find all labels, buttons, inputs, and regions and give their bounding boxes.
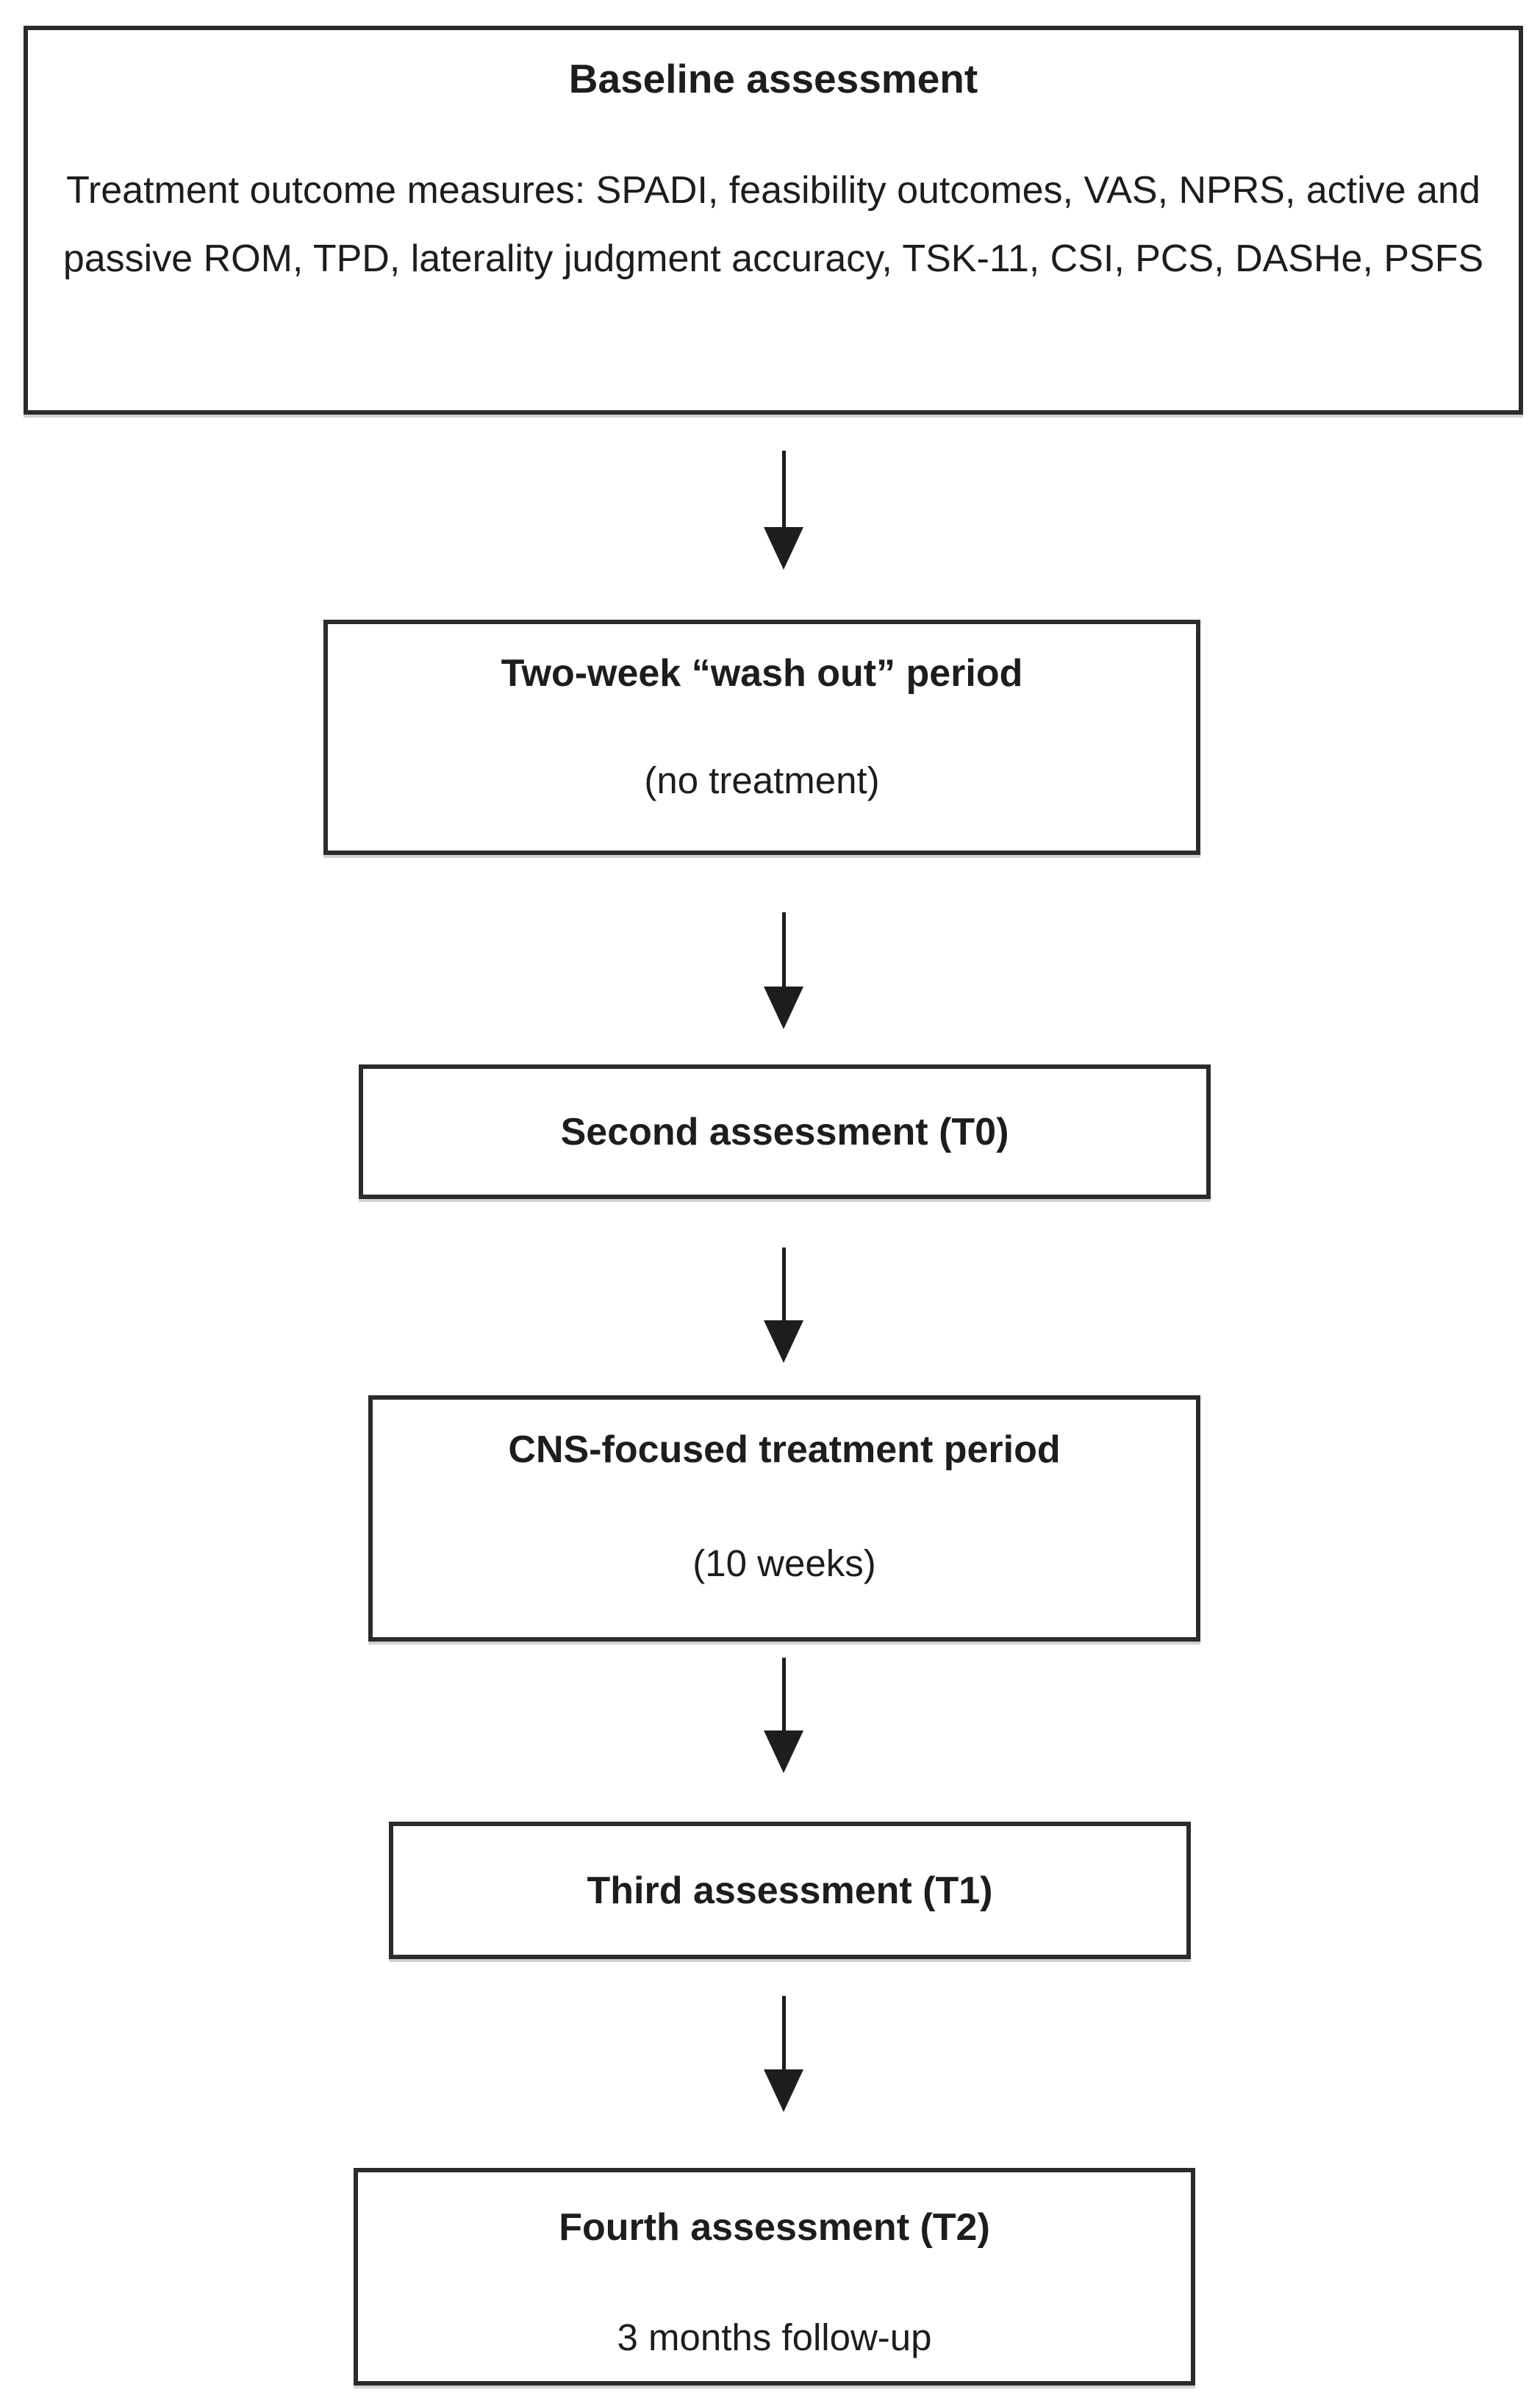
baseline-assessment-box: Baseline assessment Treatment outcome me…	[24, 26, 1523, 415]
arrow-shaft	[781, 451, 786, 527]
down-arrow	[764, 451, 803, 570]
arrow-shaft	[781, 1658, 786, 1731]
step-detail: 3 months follow-up	[617, 2316, 932, 2358]
down-arrow	[764, 1658, 803, 1773]
down-arrow	[764, 1248, 803, 1363]
arrow-head-icon	[764, 2069, 803, 2112]
step-heading: Two-week “wash out” period	[501, 652, 1023, 695]
cns-treatment-box: CNS-focused treatment period (10 weeks)	[368, 1395, 1200, 1642]
third-assessment-box: Third assessment (T1)	[389, 1822, 1191, 1959]
step-heading: CNS-focused treatment period	[508, 1428, 1061, 1471]
arrow-head-icon	[764, 987, 803, 1029]
arrow-head-icon	[764, 1731, 803, 1773]
arrow-shaft	[781, 1996, 786, 2069]
washout-period-box: Two-week “wash out” period (no treatment…	[323, 620, 1200, 855]
down-arrow	[764, 912, 803, 1029]
arrow-shaft	[781, 912, 786, 987]
step-detail: (10 weeks)	[692, 1542, 876, 1584]
step-heading: Second assessment (T0)	[560, 1110, 1009, 1153]
step-detail: Treatment outcome measures: SPADI, feasi…	[62, 169, 1484, 280]
fourth-assessment-box: Fourth assessment (T2) 3 months follow-u…	[354, 2168, 1195, 2386]
second-assessment-box: Second assessment (T0)	[359, 1064, 1211, 1199]
down-arrow	[764, 1996, 803, 2112]
arrow-shaft	[781, 1248, 786, 1320]
step-detail: (no treatment)	[644, 759, 880, 801]
step-heading: Third assessment (T1)	[587, 1869, 993, 1912]
step-heading: Fourth assessment (T2)	[559, 2206, 990, 2249]
arrow-head-icon	[764, 1320, 803, 1363]
step-heading: Baseline assessment	[568, 56, 978, 101]
arrow-head-icon	[764, 527, 803, 570]
